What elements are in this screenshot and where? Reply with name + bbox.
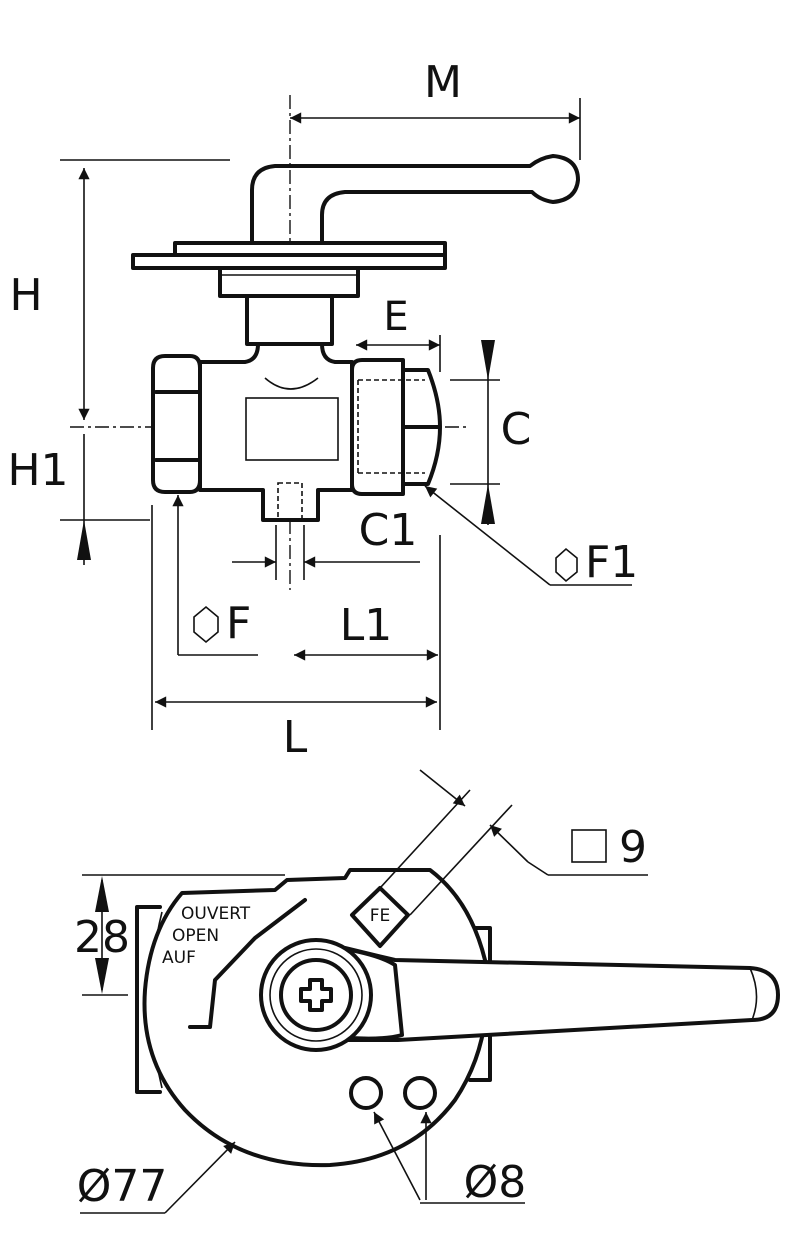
label-e: E (383, 294, 408, 340)
screw-head (279, 958, 353, 1032)
label-28: 28 (74, 912, 130, 963)
leader-f1 (424, 485, 551, 586)
gland-nut (218, 266, 360, 298)
label-l: L (283, 712, 308, 763)
dim-sq9-arrow-2 (489, 824, 529, 863)
screw-washer (259, 938, 373, 1052)
mount-hole-right (403, 1076, 437, 1110)
label-c1: C1 (359, 505, 418, 556)
valve-stem (245, 294, 334, 346)
label-m: M (424, 57, 462, 108)
hex-f1-icon (555, 547, 578, 583)
side-view: M H H1 E C F1 C1 (7, 57, 638, 763)
square-9-icon (571, 829, 607, 863)
left-hex-nut (151, 354, 202, 494)
label-h: H (9, 270, 42, 321)
top-view: FE 9 Ø8 Ø77 2 (74, 769, 780, 1214)
top-lever-arm (343, 946, 780, 1042)
indicator-segment (188, 898, 307, 1029)
label-f: F (226, 598, 251, 649)
label-l1: L1 (340, 600, 393, 651)
label-dia8: Ø8 (464, 1157, 527, 1208)
leader-dia77 (164, 1141, 236, 1214)
label-fe: FE (370, 906, 391, 926)
hex-f-icon (193, 605, 219, 644)
valve-body (198, 342, 354, 522)
label-square-9: 9 (619, 822, 647, 873)
label-auf: AUF (162, 948, 196, 968)
label-open: OPEN (172, 926, 219, 946)
dim-sq9-arrow-1 (419, 769, 466, 807)
mount-hole-left (349, 1076, 383, 1110)
bottom-port (277, 482, 303, 521)
cross-slot-icon (299, 978, 333, 1012)
label-f1: F1 (585, 537, 638, 588)
label-c: C (501, 404, 532, 455)
right-fitting-collar (350, 358, 405, 496)
label-ouvert: OUVERT (181, 904, 251, 924)
ball-arc (264, 377, 319, 390)
lever-handle (250, 154, 580, 250)
inner-port (245, 397, 339, 461)
leader-dia8-left (373, 1111, 421, 1201)
bracket-left (135, 905, 162, 1094)
label-h1: H1 (7, 445, 68, 496)
fe-diamond (350, 886, 410, 948)
label-dia77: Ø77 (77, 1161, 168, 1212)
